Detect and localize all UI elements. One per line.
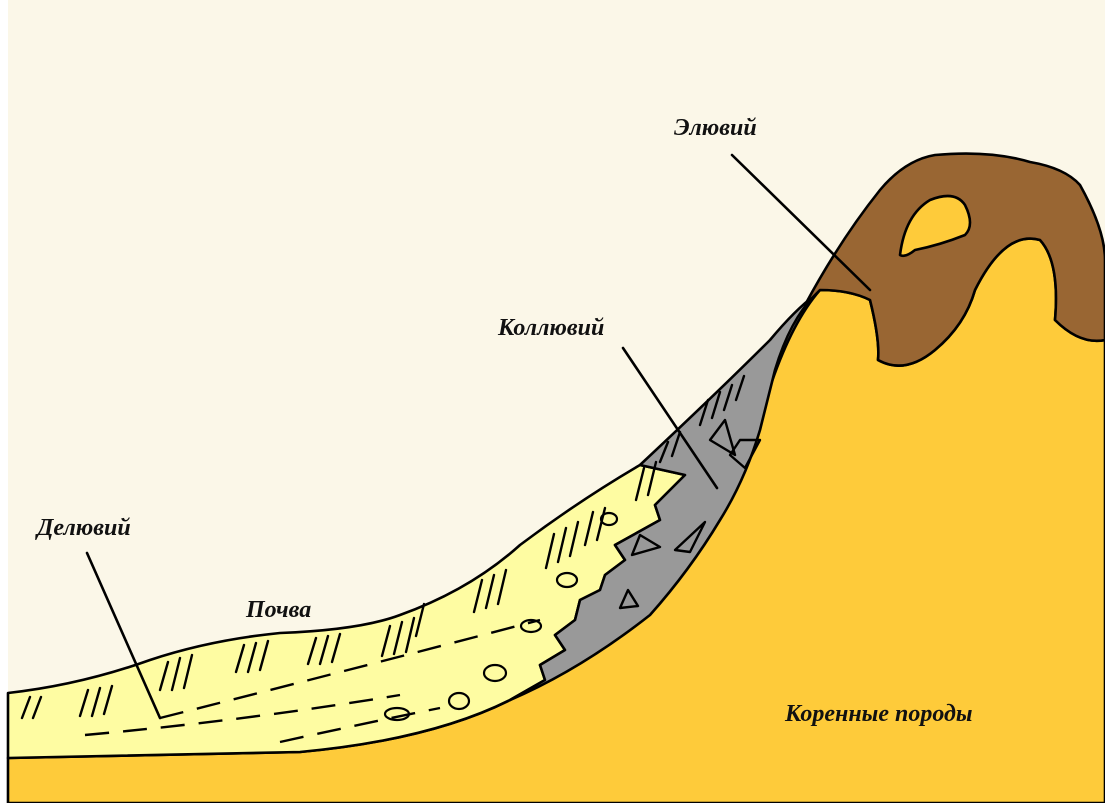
label-soil: Почва (246, 598, 311, 622)
label-deluvium: Делювий (37, 516, 131, 540)
label-eluvium: Элювий (674, 116, 757, 140)
label-colluvium: Коллювий (498, 316, 604, 340)
label-bedrock: Коренные породы (785, 702, 973, 726)
